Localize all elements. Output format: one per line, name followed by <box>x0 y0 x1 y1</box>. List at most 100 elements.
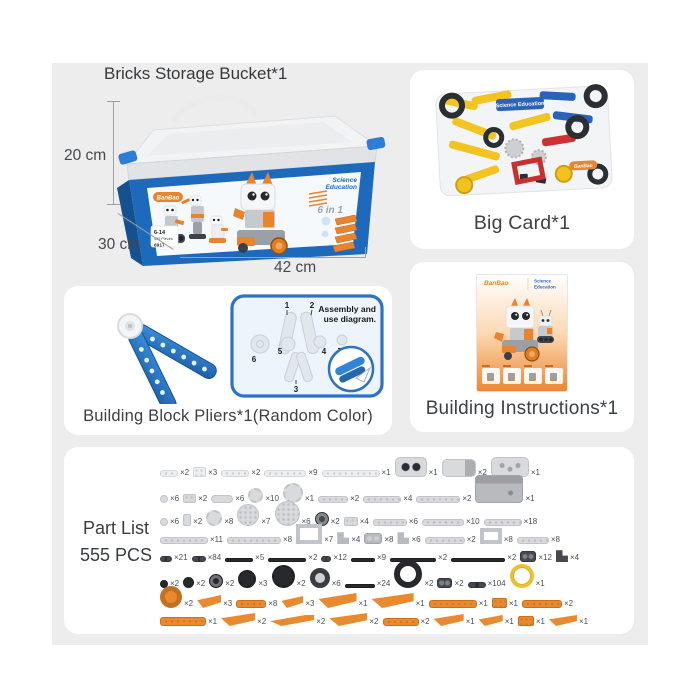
pliers-caption: Building Block Pliers*1(Random Color) <box>83 407 373 425</box>
part-item: ×1 <box>478 615 514 627</box>
battery-part-icon <box>490 457 529 478</box>
elbow-part-icon <box>397 532 410 545</box>
brick-part-icon <box>517 616 534 627</box>
part-item: ×6 <box>397 532 421 545</box>
bar-part-icon <box>236 600 267 609</box>
part-item: ×2 <box>268 553 318 563</box>
knob-part-icon <box>160 494 168 503</box>
part-item: ×3 <box>281 596 315 609</box>
svg-text:3: 3 <box>294 385 299 394</box>
part-count: ×2 <box>454 578 464 588</box>
part-item: ×1 <box>371 593 425 609</box>
big-card-series-text: Science Education <box>495 101 545 110</box>
part-count: ×2 <box>296 578 306 588</box>
part-count: ×2 <box>308 553 318 563</box>
axle-part-icon <box>268 558 307 563</box>
frame-part-icon <box>479 528 502 545</box>
beam-part-icon <box>363 495 402 503</box>
part-item: ×1 <box>475 474 535 503</box>
elbow-part-icon <box>555 550 568 563</box>
wheel-part-icon <box>309 567 330 588</box>
pin-part-icon <box>191 556 206 563</box>
part-item: ×2 <box>437 577 464 588</box>
part-count: ×4 <box>403 493 413 503</box>
pieces-count: 555 Pieces <box>154 237 173 241</box>
gear-part-icon <box>238 569 257 588</box>
diagram-note-2: use diagram. <box>324 314 376 324</box>
part-item: ×1 <box>318 593 368 609</box>
part-item: ×3 <box>197 595 233 609</box>
beam-part-icon <box>160 537 208 545</box>
wedge-part-icon <box>221 613 256 627</box>
bucket-series-2: Education <box>326 184 357 191</box>
part-count: ×2 <box>507 553 517 563</box>
wedge-part-icon <box>197 595 222 609</box>
part-count: ×3 <box>223 599 233 609</box>
part-item: ×2 <box>160 469 189 478</box>
beam-part-icon <box>160 617 206 627</box>
part-count: ×4 <box>351 535 361 545</box>
svg-text:1: 1 <box>285 301 290 310</box>
bucket-series-1: Science <box>332 177 357 184</box>
part-item: ×24 <box>344 579 390 588</box>
part-item: ×84 <box>191 554 221 563</box>
bucket-side <box>117 180 143 266</box>
part-item: ×2 <box>382 618 430 627</box>
part-count: ×3 <box>305 599 315 609</box>
dim-line-width <box>180 257 366 258</box>
gear-part-icon <box>248 487 264 503</box>
knob-part-icon <box>160 517 168 526</box>
part-item: ×2 <box>183 513 202 526</box>
dim-height-label: 20 cm <box>64 147 107 164</box>
part-count: ×10 <box>466 516 480 526</box>
part-item: ×4 <box>555 550 579 563</box>
part-item: ×7 <box>296 524 333 545</box>
part-item: ×1 <box>549 615 588 627</box>
part-item: ×8 <box>516 536 560 545</box>
svg-text:2: 2 <box>310 301 315 310</box>
pin-part-icon <box>467 581 486 588</box>
part-count: ×2 <box>466 535 476 545</box>
motor-part-icon <box>441 459 476 478</box>
bucket-section: Bricks Storage Bucket*1 BanBao Science E… <box>52 63 452 285</box>
part-count: ×1 <box>428 468 438 478</box>
axle-part-icon <box>451 558 506 563</box>
part-item: ×104 <box>467 579 506 588</box>
part-count: ×5 <box>255 553 265 563</box>
part-count: ×8 <box>503 535 513 545</box>
part-count: ×8 <box>384 535 394 545</box>
hub-part-icon <box>209 573 224 588</box>
part-count: ×6 <box>170 516 180 526</box>
part-list-title: Part List 555 PCS <box>72 457 160 626</box>
axle-part-icon <box>225 558 254 563</box>
part-count: ×1 <box>530 468 540 478</box>
conn-part-icon <box>437 577 453 588</box>
part-count: ×3 <box>208 468 218 478</box>
part-item: ×1 <box>321 469 391 478</box>
booklet-brand: BanBao <box>484 280 509 287</box>
diagram-inset <box>327 345 375 393</box>
hatch-decoration <box>308 190 328 207</box>
age-range: 6-14 <box>154 230 166 236</box>
bucket-title: Bricks Storage Bucket*1 <box>104 64 288 83</box>
booklet-thumbnails <box>482 365 563 384</box>
axle-part-icon <box>344 583 375 588</box>
slope-part-icon <box>270 615 315 627</box>
part-item: ×2 <box>270 615 326 627</box>
post-part-icon <box>183 513 192 526</box>
part-count: ×1 <box>508 599 518 609</box>
part-item: ×2 <box>271 564 306 588</box>
big-card-caption: Big Card*1 <box>473 212 571 234</box>
robot-big <box>233 172 288 255</box>
six-in-one-badge: 6 in 1 <box>317 205 343 216</box>
brick-part-icon <box>491 598 507 609</box>
parts-row: ×2×2×2×3×2×6×24×2×2×104×1 <box>160 559 628 588</box>
booklet-robot-big <box>494 298 540 362</box>
beam-part-icon <box>422 518 464 526</box>
part-count: ×1 <box>208 617 218 627</box>
part-count: ×2 <box>316 617 326 627</box>
part-item: ×4 <box>337 532 361 545</box>
part-count: ×1 <box>415 599 425 609</box>
part-count: ×2 <box>462 493 472 503</box>
pliers-image <box>117 313 217 404</box>
